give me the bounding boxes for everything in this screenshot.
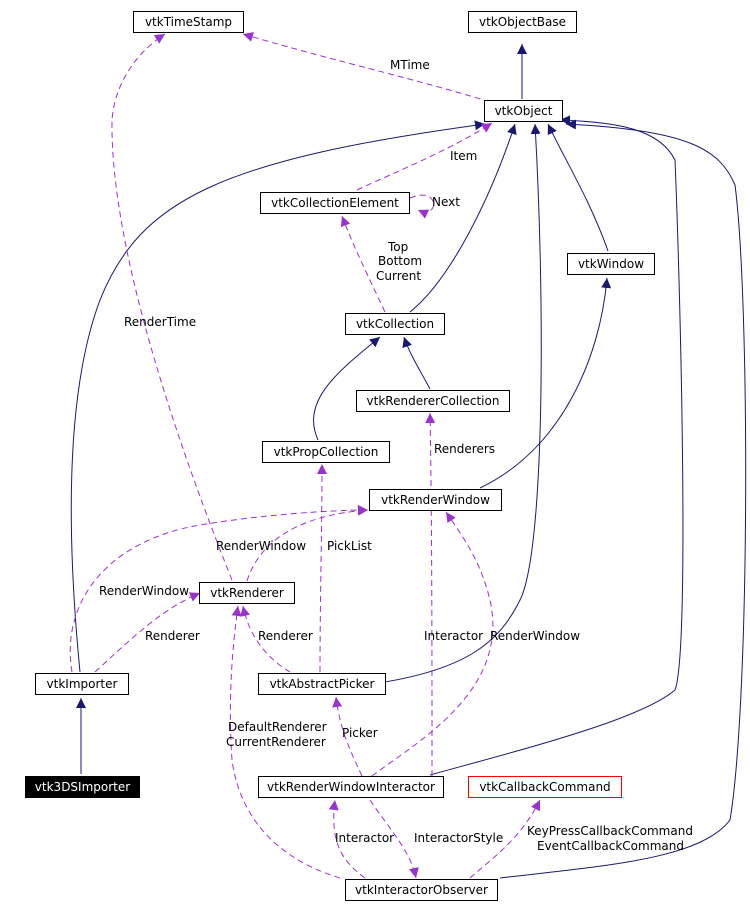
node-vtkimporter[interactable]: vtkImporter: [35, 673, 129, 695]
edge-next: [409, 194, 434, 219]
node-vtkrenderer[interactable]: vtkRenderer: [199, 582, 295, 604]
label-interactor-rwi: Interactor: [424, 629, 483, 643]
edge-renderwindow-renderer: [246, 505, 369, 582]
node-vtkrenderercollection[interactable]: vtkRendererCollection: [356, 390, 510, 412]
edge-renderwindow-window: [479, 277, 612, 489]
node-vtkobjectbase[interactable]: vtkObjectBase: [468, 11, 577, 33]
node-vtkcollection[interactable]: vtkCollection: [345, 313, 445, 335]
node-vtkrenderwindow[interactable]: vtkRenderWindow: [369, 489, 502, 511]
node-vtkcallbackcommand[interactable]: vtkCallbackCommand: [468, 776, 622, 798]
edge-picker: [332, 696, 363, 777]
label-interactorstyle: InteractorStyle: [414, 831, 503, 845]
edge-renderer-picker: [240, 605, 291, 673]
label-currentrenderer: CurrentRenderer: [226, 735, 326, 749]
edge-mtime: [242, 32, 491, 103]
node-vtkinteractorobserver[interactable]: vtkInteractorObserver: [345, 879, 498, 901]
label-defaultrenderer: DefaultRenderer: [228, 720, 327, 734]
edge-rwi-object: [429, 115, 684, 776]
edge-defaultrenderer: [229, 605, 341, 879]
label-top: Top: [387, 240, 408, 254]
node-vtkcollectionelement[interactable]: vtkCollectionElement: [260, 192, 410, 214]
label-renderer-importer: Renderer: [145, 629, 200, 643]
edge-renderercollection-collection: [402, 336, 431, 390]
edge-window-object: [547, 123, 609, 252]
edge-renderwindow-rwi: [371, 511, 494, 777]
node-vtkabstractpicker[interactable]: vtkAbstractPicker: [258, 673, 386, 695]
edge-item: [356, 122, 493, 191]
label-mtime: MTime: [390, 58, 430, 72]
node-vtkwindow[interactable]: vtkWindow: [567, 253, 655, 275]
label-current: Current: [376, 269, 421, 283]
edge-picklist: [316, 463, 327, 673]
edge-callbacks: [469, 799, 541, 879]
edge-renderwindow-importer: [69, 505, 369, 673]
edge-renderer-importer: [94, 592, 201, 673]
label-renderwindow-rwi: RenderWindow: [490, 629, 580, 643]
label-renderwindow-importer: RenderWindow: [99, 584, 189, 598]
node-vtkpropcollection[interactable]: vtkPropCollection: [262, 441, 390, 463]
edge-propcollection-collection: [313, 336, 381, 441]
label-interactor-obs: Interactor: [335, 831, 394, 845]
label-renderer-picker: Renderer: [258, 629, 313, 643]
label-next: Next: [432, 195, 460, 209]
label-bottom: Bottom: [378, 254, 422, 268]
edge-interactor-obs: [328, 799, 366, 879]
edge-observer-object: [499, 119, 747, 879]
node-vtkobject[interactable]: vtkObject: [484, 100, 563, 122]
edge-rendertime: [111, 33, 233, 581]
node-vtkrenderwindowinteractor[interactable]: vtkRenderWindowInteractor: [258, 776, 444, 798]
node-vtk3dsimporter[interactable]: vtk3DSImporter: [25, 776, 140, 798]
label-renderwindow-renderer: RenderWindow: [216, 539, 306, 553]
node-vtktimestamp[interactable]: vtkTimeStamp: [133, 11, 244, 33]
edge-collection-object: [409, 123, 517, 313]
label-picker: Picker: [342, 726, 378, 740]
edge-renderers: [425, 412, 436, 777]
edge-abstractpicker-object: [371, 123, 542, 685]
edge-interactorstyle: [369, 799, 419, 879]
label-renderers: Renderers: [434, 442, 495, 456]
label-item: Item: [450, 149, 477, 163]
edge-topbottomcurrent: [340, 215, 386, 313]
edge-importer-object: [70, 120, 486, 673]
label-eventcallback: EventCallbackCommand: [537, 839, 684, 853]
label-keypress: KeyPressCallbackCommand: [527, 824, 693, 838]
label-picklist: PickList: [327, 539, 372, 553]
label-rendertime: RenderTime: [124, 315, 196, 329]
